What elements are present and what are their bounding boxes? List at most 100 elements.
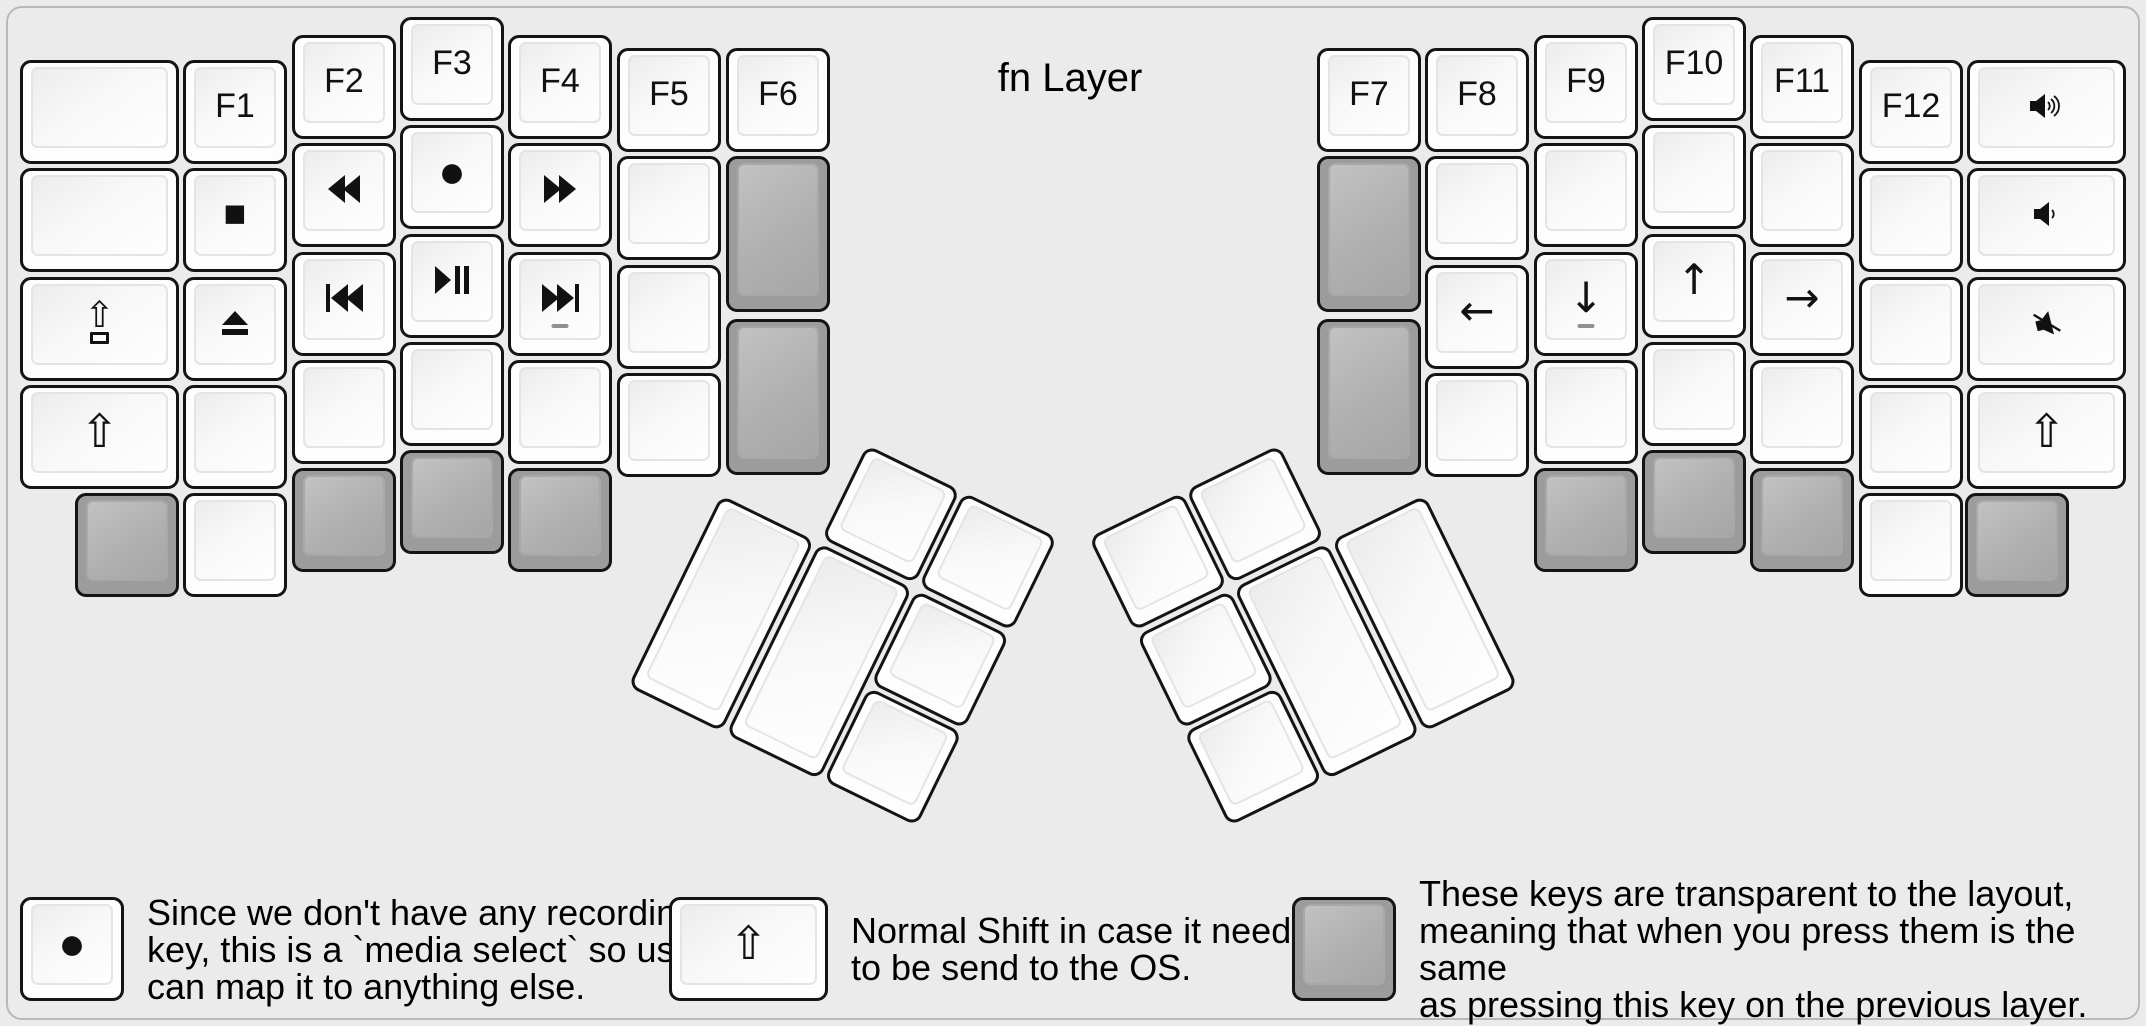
key-blank[interactable] — [1750, 143, 1854, 247]
arrow-up-glyph: ↑ — [1676, 254, 1712, 304]
key-blank[interactable] — [1534, 143, 1638, 247]
key-transparent[interactable] — [726, 156, 830, 312]
key-f2[interactable]: F2 — [292, 35, 396, 139]
key-play-pause[interactable] — [400, 234, 504, 338]
keycap-face: ⇧ — [680, 904, 817, 985]
keycap-face: F8 — [1436, 55, 1518, 136]
keycap-face — [303, 475, 385, 556]
key-f1[interactable]: F1 — [183, 60, 287, 164]
key-blank[interactable] — [20, 168, 179, 272]
caps-lock-icon: ⇧ — [84, 298, 115, 348]
key-blank[interactable] — [1859, 168, 1963, 272]
key-f5[interactable]: F5 — [617, 48, 721, 152]
key-blank[interactable] — [183, 385, 287, 489]
rewind-icon — [328, 174, 360, 207]
homing-dash — [551, 324, 569, 328]
keycap-face: F11 — [1761, 42, 1843, 123]
key-blank[interactable] — [508, 360, 612, 464]
key-transparent[interactable] — [1642, 450, 1746, 554]
key-blank[interactable] — [1859, 277, 1963, 381]
key-volume-up[interactable] — [1967, 60, 2126, 164]
key-arrow-down[interactable]: ↓ — [1534, 252, 1638, 356]
keycap-face — [1545, 475, 1627, 556]
key-f3[interactable]: F3 — [400, 17, 504, 121]
keycap-face: ■ — [194, 175, 276, 256]
eject-icon — [221, 310, 249, 339]
keycap-face: ● — [31, 904, 113, 985]
key-eject[interactable] — [183, 277, 287, 381]
key-blank[interactable] — [1642, 125, 1746, 229]
key-f9[interactable]: F9 — [1534, 35, 1638, 139]
key-arrow-right[interactable]: → — [1750, 252, 1854, 356]
key-stop[interactable]: ■ — [183, 168, 287, 272]
legend-record-key: ● — [20, 897, 124, 1001]
key-blank[interactable] — [20, 60, 179, 164]
key-fast-forward[interactable] — [508, 143, 612, 247]
fast-forward-icon — [544, 174, 576, 207]
key-next-track[interactable] — [508, 252, 612, 356]
keycap-face: ⇧ — [1978, 392, 2115, 473]
key-mute[interactable] — [1967, 277, 2126, 381]
volume-up-icon — [2029, 92, 2064, 124]
legend-transparent-text: These keys are transparent to the layout… — [1419, 873, 2088, 1025]
keycap-face — [628, 380, 710, 461]
key-f11[interactable]: F11 — [1750, 35, 1854, 139]
key-rewind[interactable] — [292, 143, 396, 247]
key-blank[interactable] — [617, 265, 721, 369]
keycap-face — [1436, 380, 1518, 461]
key-f10[interactable]: F10 — [1642, 17, 1746, 121]
record-glyph: ● — [438, 144, 466, 197]
key-arrow-left[interactable]: ← — [1425, 265, 1529, 369]
keycap-face — [1870, 392, 1952, 473]
key-transparent[interactable] — [1750, 468, 1854, 572]
key-transparent[interactable] — [1965, 493, 2069, 597]
key-transparent[interactable] — [400, 450, 504, 554]
key-f7[interactable]: F7 — [1317, 48, 1421, 152]
key-blank[interactable] — [1642, 342, 1746, 446]
key-transparent[interactable] — [726, 319, 830, 475]
key-shift[interactable]: ⇧ — [1967, 385, 2126, 489]
key-shift[interactable]: ⇧ — [20, 385, 179, 489]
key-arrow-up[interactable]: ↑ — [1642, 234, 1746, 338]
prev-track-icon — [325, 283, 363, 316]
key-volume-down[interactable] — [1967, 168, 2126, 272]
keycap-face — [1978, 175, 2115, 256]
key-transparent[interactable] — [1317, 156, 1421, 312]
key-transparent[interactable] — [75, 493, 179, 597]
key-prev-track[interactable] — [292, 252, 396, 356]
key-blank[interactable] — [1750, 360, 1854, 464]
keycap-face — [519, 367, 601, 448]
key-blank[interactable] — [1425, 373, 1529, 477]
f10-glyph: F10 — [1664, 43, 1724, 82]
key-f6[interactable]: F6 — [726, 48, 830, 152]
key-blank[interactable] — [183, 493, 287, 597]
keycap-face: ⇧ — [31, 392, 168, 473]
key-f4[interactable]: F4 — [508, 35, 612, 139]
legend-item-record: ● Since we don't have any recording key,… — [20, 894, 707, 1005]
keycap-face — [519, 259, 601, 340]
keycap-face — [411, 457, 493, 538]
key-blank[interactable] — [1534, 360, 1638, 464]
key-transparent[interactable] — [508, 468, 612, 572]
key-blank[interactable] — [292, 360, 396, 464]
key-blank[interactable] — [1859, 385, 1963, 489]
key-transparent[interactable] — [292, 468, 396, 572]
key-blank[interactable] — [617, 373, 721, 477]
key-f8[interactable]: F8 — [1425, 48, 1529, 152]
page-title: fn Layer — [997, 56, 1143, 100]
key-transparent[interactable] — [1534, 468, 1638, 572]
key-blank[interactable] — [1425, 156, 1529, 260]
key-caps-lock[interactable]: ⇧ — [20, 277, 179, 381]
key-record[interactable]: ● — [400, 125, 504, 229]
key-transparent[interactable] — [1317, 319, 1421, 475]
key-blank[interactable] — [400, 342, 504, 446]
key-f12[interactable]: F12 — [1859, 60, 1963, 164]
key-blank[interactable] — [1859, 493, 1963, 597]
legend-record-text: Since we don't have any recording key, t… — [147, 891, 707, 1007]
keycap-face — [519, 475, 601, 556]
key-blank[interactable] — [617, 156, 721, 260]
keycap-face — [1870, 500, 1952, 581]
keycap-face: ↓ — [1545, 259, 1627, 340]
keycap-face: F5 — [628, 55, 710, 136]
arrow-left-glyph: ← — [1459, 285, 1495, 335]
